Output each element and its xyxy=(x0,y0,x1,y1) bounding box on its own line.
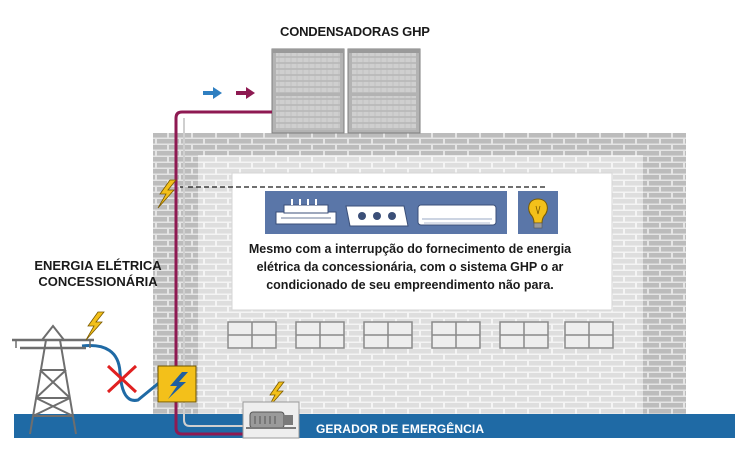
light-bulb-icon xyxy=(528,198,548,229)
lightning-bolt-icon xyxy=(157,179,177,209)
emergency-generator-icon xyxy=(242,401,300,439)
grid-title: ENERGIA ELÉTRICA CONCESSIONÁRIA xyxy=(18,258,178,289)
condenser-unit xyxy=(271,48,345,134)
transfer-switch-box xyxy=(157,365,197,403)
ducted-unit-icon xyxy=(275,199,337,225)
condenser-unit xyxy=(347,48,421,134)
grid-title-line1: ENERGIA ELÉTRICA xyxy=(34,258,162,273)
diagram-caption: Mesmo com a interrupção do fornecimento … xyxy=(248,242,572,293)
cassette-unit-icon xyxy=(345,205,409,227)
refrigerant-pipe xyxy=(174,110,272,436)
grid-power-cable xyxy=(81,344,161,402)
flow-arrow-icon xyxy=(203,87,222,99)
generator-label: GERADOR DE EMERGÊNCIA xyxy=(316,422,485,436)
window xyxy=(564,321,614,349)
cross-icon xyxy=(106,364,138,394)
condensers-title: CONDENSADORAS GHP xyxy=(280,24,430,39)
lightning-bolt-icon xyxy=(85,311,105,341)
transmission-tower-icon xyxy=(12,324,94,435)
window xyxy=(431,321,481,349)
wall-split-unit-icon xyxy=(417,204,497,226)
grid-title-line2: CONCESSIONÁRIA xyxy=(38,273,158,289)
flow-arrow-icon xyxy=(236,87,255,99)
indoor-units-strip xyxy=(265,191,507,234)
lightning-bolt-icon xyxy=(168,372,188,399)
refrigerant-pipe-return xyxy=(183,118,252,427)
window xyxy=(363,321,413,349)
window xyxy=(499,321,549,349)
window xyxy=(295,321,345,349)
light-bulb-box xyxy=(518,191,558,234)
window xyxy=(227,321,277,349)
ground-bar xyxy=(14,414,735,438)
building-windows xyxy=(227,321,614,349)
ghp-condensers xyxy=(271,48,421,134)
